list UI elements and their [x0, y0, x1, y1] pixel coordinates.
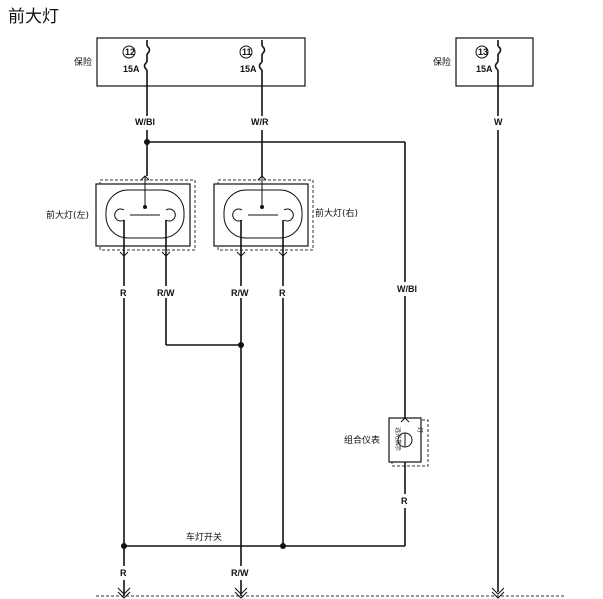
- headlamp-switch-bus: 车灯开关: [121, 531, 405, 549]
- wire-label-left-r: R: [120, 288, 127, 298]
- wire-label-bottom-r: R: [120, 568, 127, 578]
- headlamp-left: 前大灯(左): [46, 175, 196, 251]
- supply-wires: [144, 86, 499, 592]
- fuse-panel-left-label: 保险: [74, 56, 92, 68]
- wire-label-w-bl-fuse12: W/Bl: [135, 117, 155, 127]
- fuse-panel-left: 保险 12 15A 11 15A: [74, 37, 306, 87]
- headlamp-left-label: 前大灯(左): [46, 209, 89, 221]
- headlamp-right-label: 前大灯(右): [315, 207, 358, 219]
- fuse-panel-right: 保险 13 15A: [433, 37, 534, 87]
- wire-label-w-r-fuse11: W/R: [251, 117, 269, 127]
- fuse-11-number: 11: [242, 47, 252, 57]
- switch-label: 车灯开关: [186, 531, 222, 543]
- fuse-panel-right-label: 保险: [433, 56, 451, 68]
- wire-label-right-r: R: [279, 288, 286, 298]
- fuse-13-number: 13: [478, 47, 488, 57]
- wire-label-meter-r: R: [401, 496, 408, 506]
- wire-label-indicator-w-bl: W/Bl: [397, 284, 417, 294]
- fuse-12-rating: 15A: [123, 64, 140, 74]
- fuse-13: 13 15A: [475, 40, 502, 86]
- meter-side-text-left: 远光指示: [394, 427, 402, 451]
- headlamp-output-wires: [119, 220, 288, 566]
- wire-label-w-fuse13: W: [494, 117, 503, 127]
- wire-label-right-rw: R/W: [231, 288, 249, 298]
- wire-label-bottom-rw: R/W: [231, 568, 249, 578]
- fuse-12: 12 15A: [122, 40, 151, 86]
- meter-side-text-right: 灯: [416, 427, 424, 433]
- diagram-title: 前大灯: [8, 7, 59, 27]
- fuse-11-rating: 15A: [240, 64, 257, 74]
- fuse-13-rating: 15A: [476, 64, 493, 74]
- fuse-11: 11 15A: [239, 40, 266, 86]
- fuse-12-number: 12: [125, 47, 135, 57]
- wire-label-left-rw: R/W: [157, 288, 175, 298]
- headlamp-right: 前大灯(右): [213, 175, 358, 251]
- meter-label: 组合仪表: [344, 434, 380, 446]
- combination-meter: 远光指示 灯 组合仪表: [344, 417, 429, 467]
- bottom-connector: [96, 580, 566, 599]
